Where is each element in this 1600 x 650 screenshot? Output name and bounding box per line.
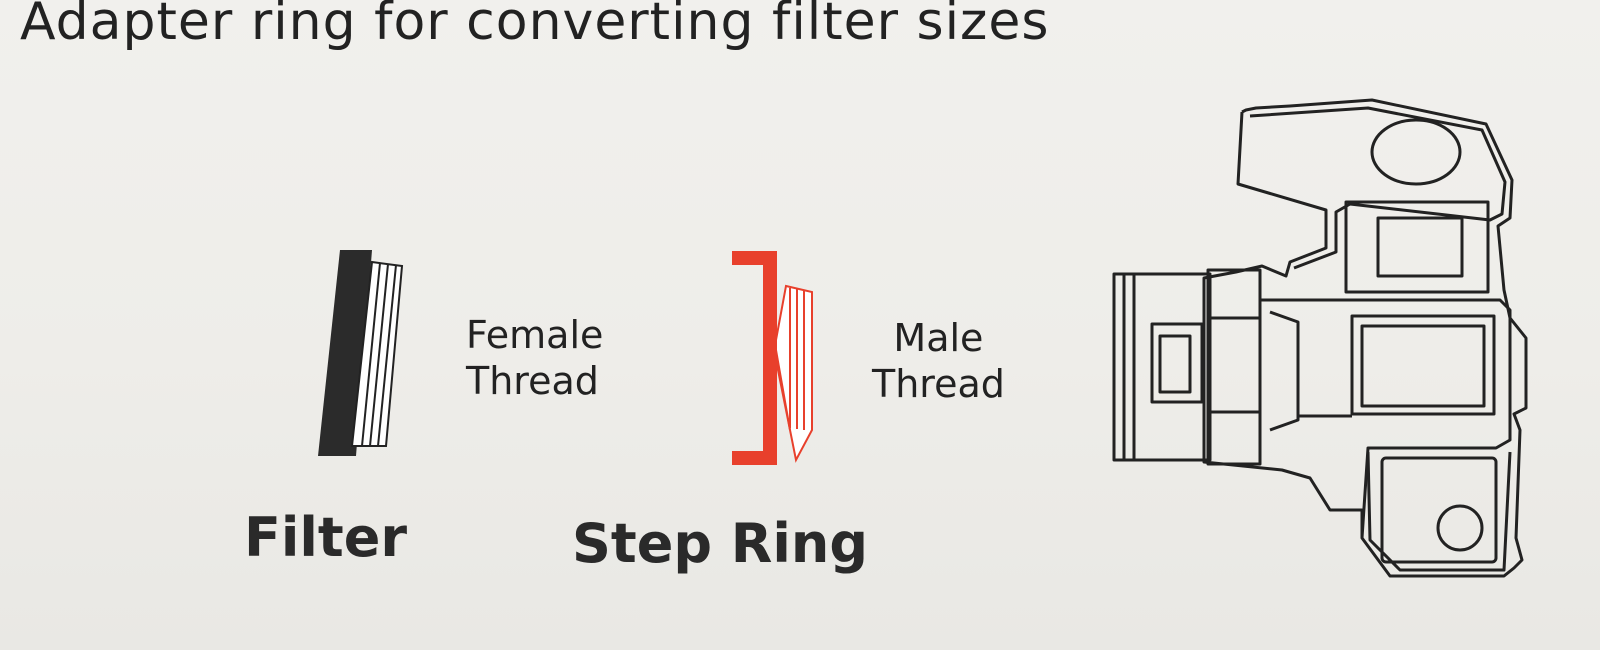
male-thread-label: Male Thread [872,315,1005,407]
female-thread-label: Female Thread [466,312,603,404]
diagram-title: Adapter ring for converting filter sizes [20,0,1050,52]
female-thread-line2: Thread [466,359,599,403]
camera-icon [1112,98,1528,578]
filter-caption: Filter [244,506,407,569]
filter-icon [318,250,404,456]
step-ring-caption: Step Ring [572,512,868,575]
male-thread-line2: Thread [872,362,1005,406]
step-ring-icon [732,251,813,465]
female-thread-line1: Female [466,313,604,357]
male-thread-line1: Male [893,316,984,360]
